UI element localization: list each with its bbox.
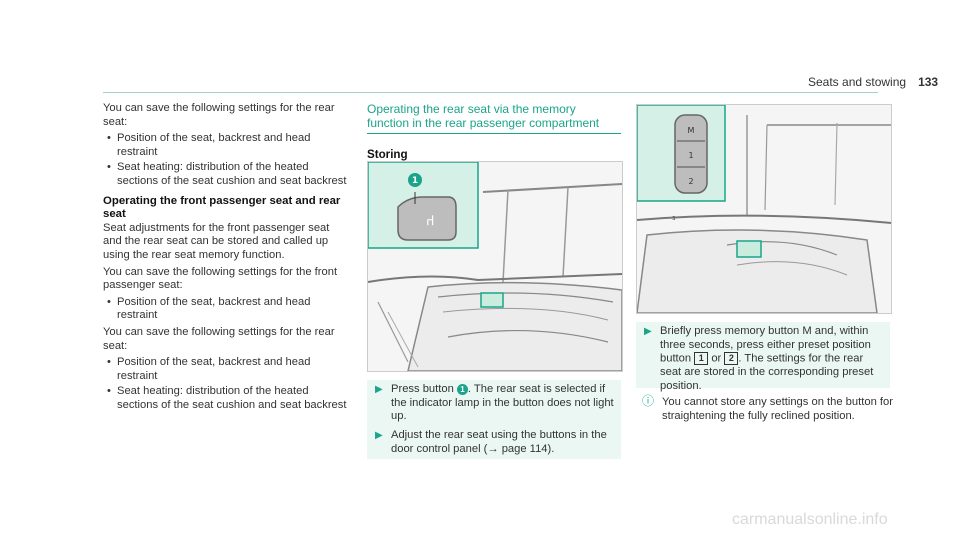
page-header: Seats and stowing 133 <box>808 75 938 89</box>
preset-button-1: 1 <box>688 151 693 160</box>
callout-marker: 1 <box>456 383 468 395</box>
arrow-icon: ▶ <box>644 326 652 337</box>
memory-buttons-illustration: ³ M 1 2 <box>637 105 891 313</box>
paragraph: You can save the following settings for … <box>103 265 338 292</box>
header-rule <box>103 92 878 93</box>
instruction-step: ▶ Press button 1. The rear seat is selec… <box>367 380 621 434</box>
list-item: Seat heating: distribution of the heated… <box>103 385 351 412</box>
instruction-step: ▶ Adjust the rear seat using the buttons… <box>367 426 621 459</box>
paragraph: You can save the following settings for … <box>103 102 335 128</box>
bullet-list: Position of the seat, backrest and head … <box>103 132 351 188</box>
door-panel-figure: ⑁ 1 <box>367 161 623 372</box>
subheading: Operating the front passenger seat and r… <box>103 194 341 221</box>
preset-key-1: 1 <box>694 352 709 366</box>
paragraph: You can save the following settings for … <box>103 325 335 352</box>
memory-button-m: M <box>688 126 695 135</box>
info-note: ⓘ You cannot store any settings on the b… <box>642 394 902 423</box>
preset-key-2: 2 <box>724 352 739 366</box>
paragraph: Seat adjustments for the front passenger… <box>103 221 330 261</box>
step-text: Adjust the rear seat using the buttons i… <box>391 429 607 455</box>
bullet-list: Position of the seat, backrest and head … <box>103 296 351 323</box>
callout-number: 1 <box>412 176 418 186</box>
arrow-icon: ▶ <box>375 430 383 441</box>
section-heading: Operating the rear seat via the memory f… <box>367 102 621 134</box>
middle-column: Operating the rear seat via the memory f… <box>367 102 621 162</box>
preset-button-2: 2 <box>688 177 693 186</box>
svg-text:³: ³ <box>672 216 676 226</box>
list-item: Position of the seat, backrest and head … <box>103 356 351 383</box>
step-text: . The settings for the rear seat are sto… <box>660 352 874 392</box>
list-item: Seat heating: distribution of the heated… <box>103 161 351 188</box>
storing-heading: Storing <box>367 148 408 161</box>
instruction-step: ▶ Briefly press memory button M and, wit… <box>636 322 890 392</box>
list-item: Position of the seat, backrest and head … <box>103 296 351 323</box>
section-title: Seats and stowing <box>808 75 907 89</box>
memory-buttons-figure: ³ M 1 2 <box>636 104 892 314</box>
list-item: Position of the seat, backrest and head … <box>103 132 351 159</box>
left-column: You can save the following settings for … <box>103 102 351 415</box>
door-panel-illustration: ⑁ 1 <box>368 162 622 371</box>
step-text: Press button <box>391 383 457 395</box>
note-text: You cannot store any settings on the but… <box>662 396 893 422</box>
svg-text:⑁: ⑁ <box>426 213 434 229</box>
info-icon: ⓘ <box>642 394 655 408</box>
watermark: carmanualsonline.info <box>732 511 888 528</box>
step-text: Briefly press memory button M and, withi… <box>660 325 871 365</box>
step-text: or <box>708 352 725 365</box>
bullet-list: Position of the seat, backrest and head … <box>103 356 351 412</box>
arrow-icon: ▶ <box>375 384 383 395</box>
page-number: 133 <box>918 75 939 89</box>
step-text: . The rear seat is selected if the indic… <box>391 383 614 423</box>
